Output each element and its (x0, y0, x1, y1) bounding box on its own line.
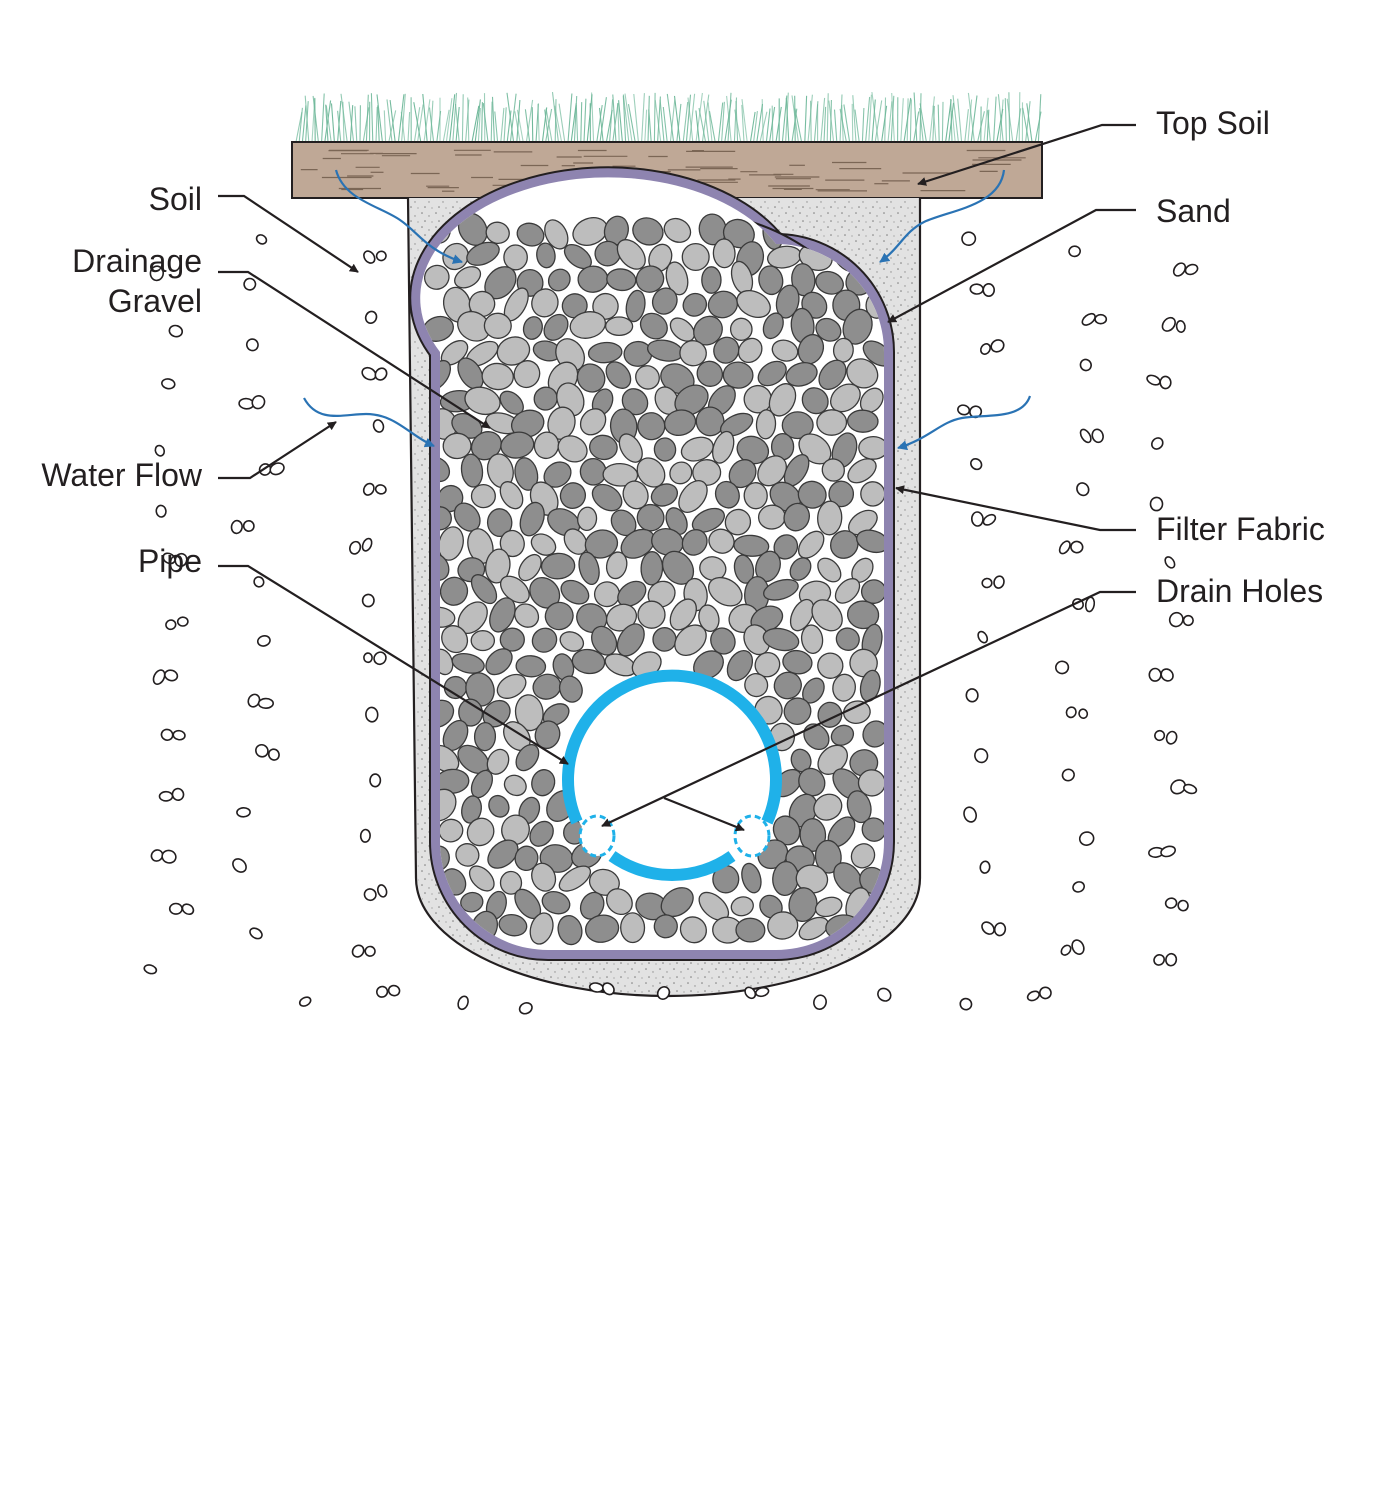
label-water-flow: Water Flow (41, 457, 203, 493)
label-soil: Soil (149, 181, 202, 217)
label-drainage: Drainage (72, 243, 202, 279)
drain-hole-right (733, 814, 771, 858)
water-flow-arrows (303, 169, 1032, 451)
label-pipe: Pipe (138, 543, 202, 579)
label-filter-fabric: Filter Fabric (1156, 511, 1325, 547)
label-drain-holes: Drain Holes (1156, 573, 1323, 609)
grass-layer (295, 92, 1042, 143)
drain-pipe (562, 669, 782, 882)
label-sand: Sand (1156, 193, 1231, 229)
soil-pebbles (143, 231, 1199, 1015)
leader-lines (218, 123, 1136, 832)
labels: Top Soil Soil Sand Drainage Gravel Water… (41, 105, 1325, 609)
label-top-soil: Top Soil (1156, 105, 1270, 141)
label-gravel: Gravel (108, 283, 202, 319)
